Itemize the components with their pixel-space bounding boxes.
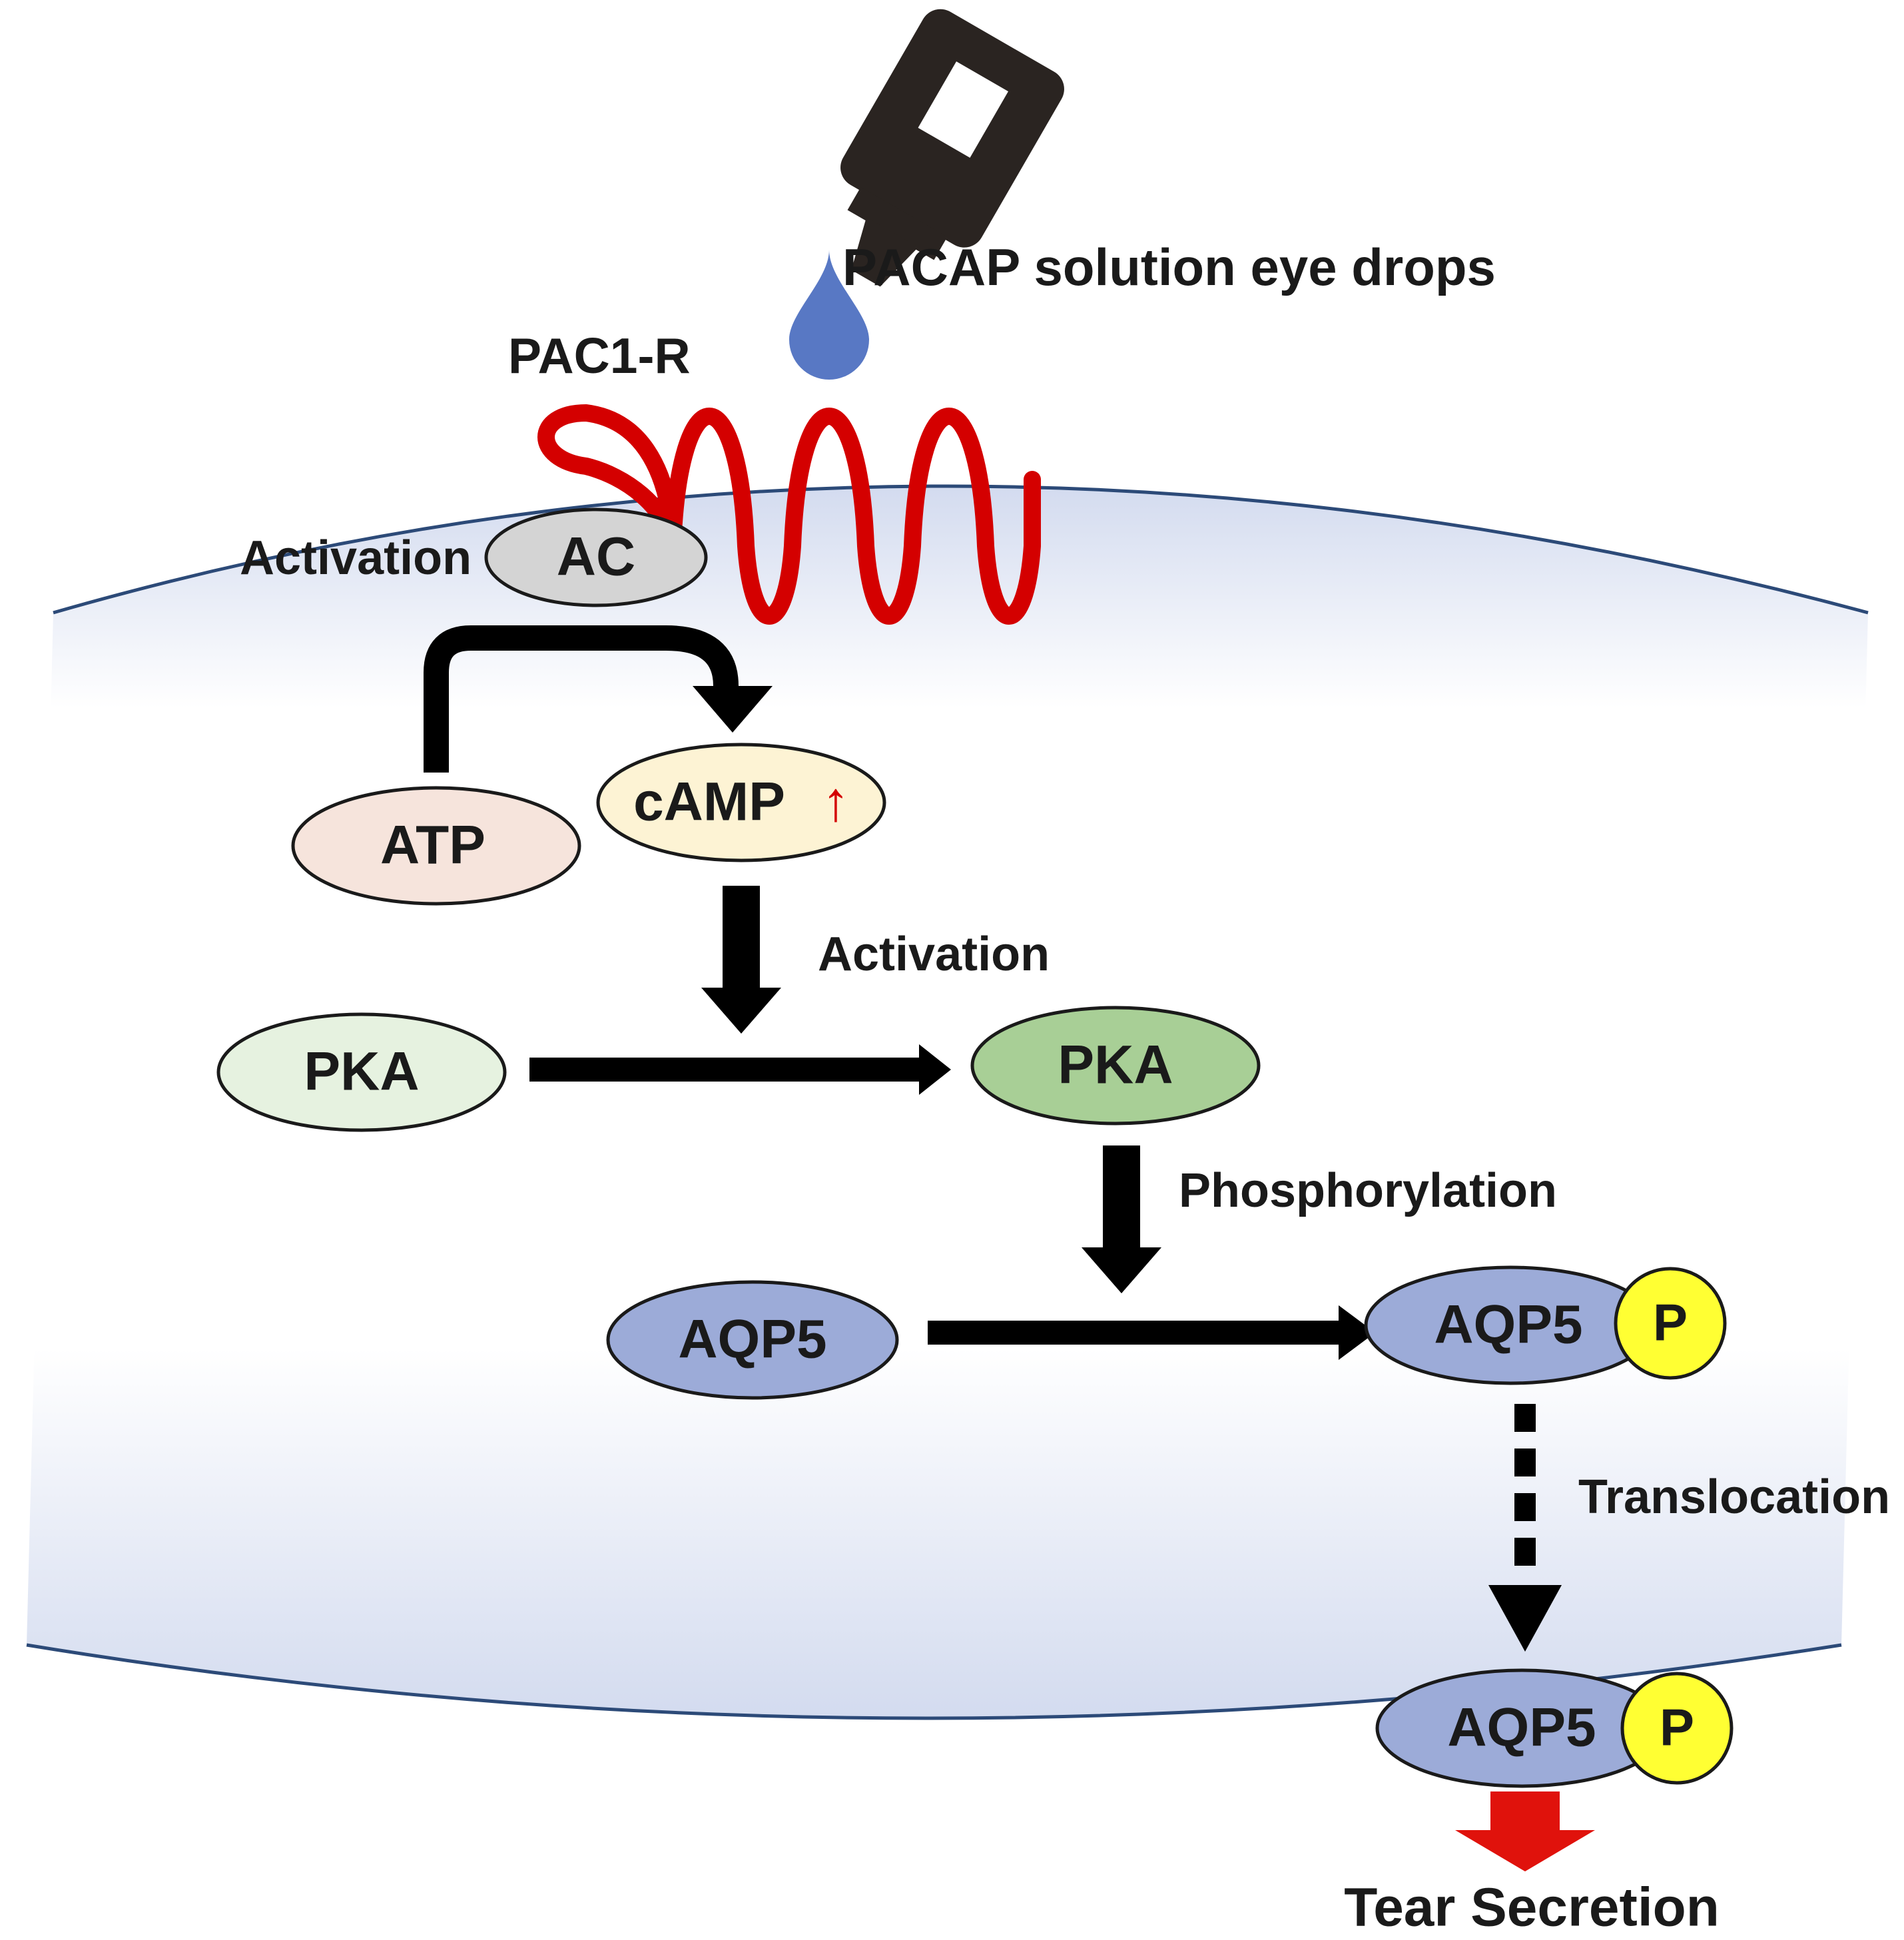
camp-to-pka-arrow [723,886,760,989]
atp-label: ATP [380,815,485,876]
aqp5-phosphorylation-arrow [928,1321,1347,1345]
pka-inactive-node [216,1012,507,1132]
camp-to-pka-arrowhead [701,988,781,1034]
pka-inactive-label: PKA [304,1042,419,1102]
translocation-label: Translocation [1578,1470,1890,1524]
aqp5-phosphorylation-arrowhead [1339,1305,1375,1360]
aqp5-phos-label: AQP5 [1434,1295,1582,1355]
phosphate-badge-2 [1620,1672,1734,1785]
phosphorylation-label: Phosphorylation [1179,1164,1557,1217]
pka-activation-arrow [529,1058,922,1082]
activation-ac-label: Activation [240,531,472,585]
aqp5-node [606,1280,899,1400]
receptor-label: PAC1-R [508,328,691,384]
eye-drops-label: PACAP solution eye drops [842,238,1496,296]
phosphate-badge-1 [1614,1267,1727,1380]
ac-node [484,507,708,607]
phosphorylation-arrowhead [1082,1247,1161,1293]
camp-node [596,743,886,862]
pac1-receptor [537,404,1041,625]
pka-active-label: PKA [1058,1035,1173,1096]
translocation-arrow [1488,1404,1562,1652]
ac-label: AC [557,527,635,587]
pka-activation-arrowhead [919,1044,951,1095]
cell-membrane-top [53,484,1869,615]
activation-pka-label: Activation [818,928,1050,981]
pka-active-node [970,1006,1261,1126]
aqp5-label: AQP5 [678,1309,826,1370]
tear-secretion-label: Tear Secretion [1344,1877,1720,1938]
phosphorylation-arrow [1103,1145,1140,1249]
camp-increase-icon: ↑ [822,770,850,832]
phosphate-badge-1-label: P [1653,1293,1688,1352]
atp-to-camp-arrowhead [693,686,773,733]
aqp5-membrane-label: AQP5 [1447,1698,1596,1758]
eye-drop-icon [789,250,869,380]
atp-to-camp-arrow [424,625,739,773]
tear-secretion-arrow [1455,1791,1595,1871]
phosphate-badge-2-label: P [1660,1698,1694,1757]
camp-label: cAMP [633,772,785,832]
eye-drop-bottle-icon [840,9,1064,287]
atp-node [291,786,581,906]
